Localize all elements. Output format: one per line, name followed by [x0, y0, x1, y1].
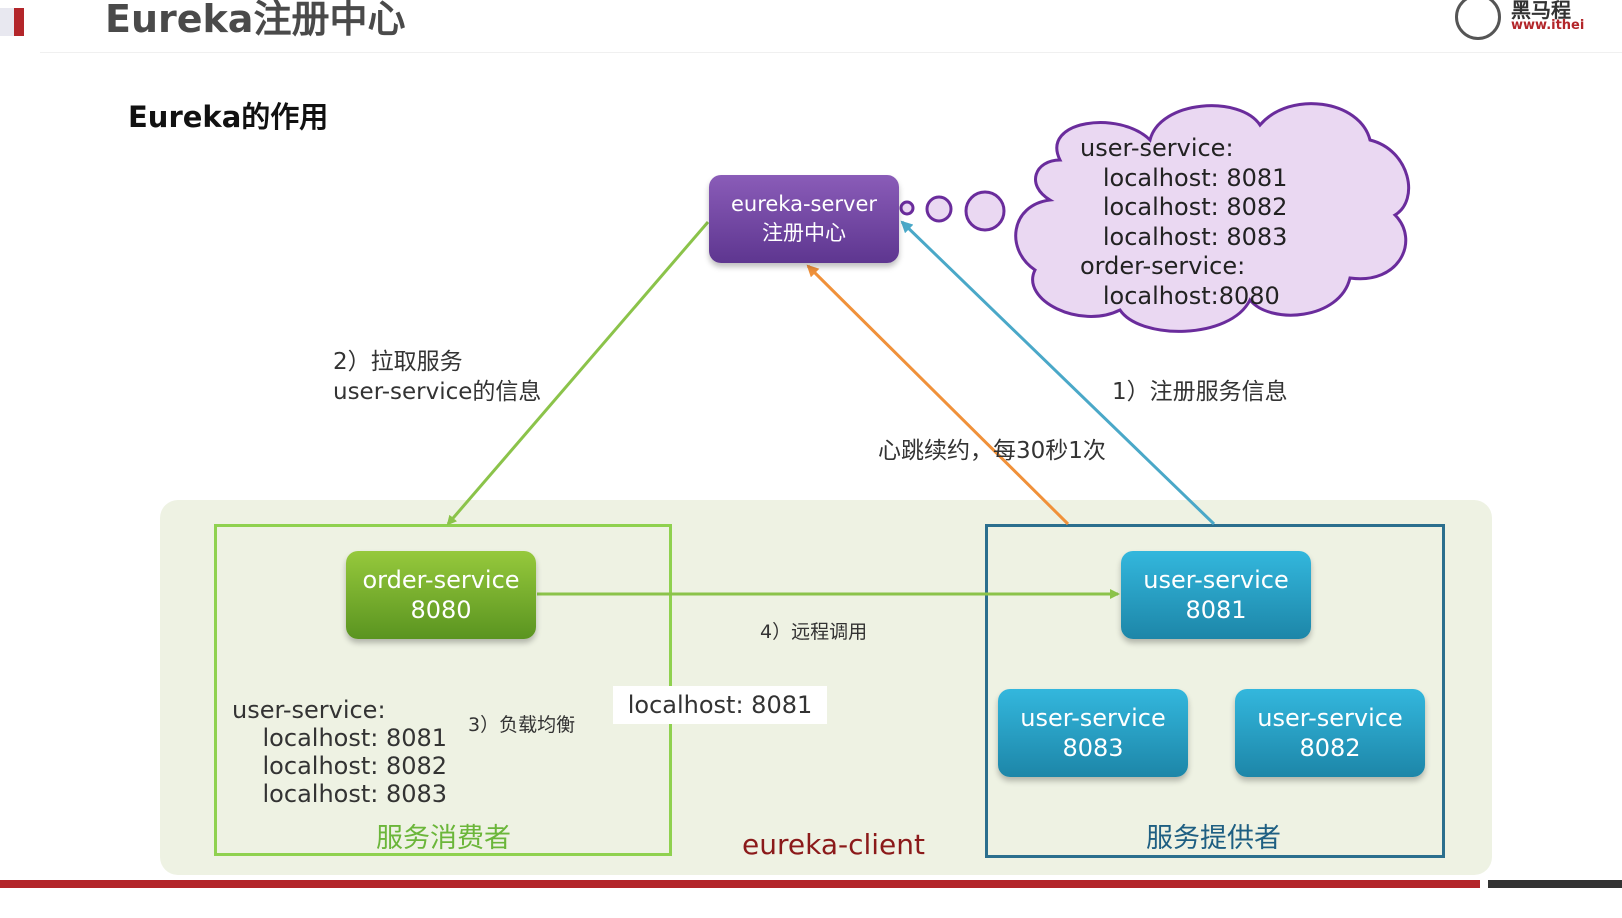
order-service-port: 8080 — [410, 596, 472, 624]
thought-bubble-medium — [925, 195, 953, 223]
brand-logo: 黑马程 www.ithei — [1455, 0, 1622, 40]
eureka-server-role: 注册中心 — [762, 221, 846, 245]
register-label: 1）注册服务信息 — [1112, 379, 1288, 405]
chosen-instance: localhost: 8081 — [613, 686, 827, 724]
consumer-group-label: 服务消费者 — [376, 823, 511, 854]
pull-arrow — [446, 221, 710, 526]
logo-name: 黑马程 — [1511, 0, 1571, 22]
thought-bubble-small — [899, 200, 915, 216]
heartbeat-arrow — [806, 264, 1070, 526]
heartbeat-label: 心跳续约，每30秒1次 — [878, 438, 1106, 464]
header-divider — [40, 52, 1622, 53]
provider-port: 8083 — [1062, 734, 1124, 762]
register-arrow — [900, 220, 1216, 526]
provider-name: user-service — [1020, 704, 1166, 732]
provider-group-box — [985, 524, 1445, 858]
registry-cloud-text: user-service: localhost: 8081 localhost:… — [1080, 134, 1288, 310]
slide-title: Eureka注册中心 — [105, 0, 406, 41]
provider-port: 8081 — [1185, 596, 1247, 624]
logo-url: www.ithei — [1511, 18, 1585, 33]
section-subtitle: Eureka的作用 — [128, 100, 329, 134]
horse-logo-icon — [1455, 0, 1501, 40]
eureka-client-label: eureka-client — [742, 828, 925, 861]
eureka-server-node: eureka-server 注册中心 — [709, 175, 899, 263]
order-service-node: order-service 8080 — [346, 551, 536, 639]
provider-name: user-service — [1143, 566, 1289, 594]
remote-call-label: 4）远程调用 — [760, 621, 868, 643]
provider-group-label: 服务提供者 — [1146, 823, 1281, 854]
order-service-name: order-service — [362, 566, 520, 594]
provider-name: user-service — [1257, 704, 1403, 732]
thought-cloud — [1014, 102, 1411, 333]
user-service-8082-node: user-service 8082 — [1235, 689, 1425, 777]
footer-bar — [0, 880, 1480, 888]
user-service-8081-node: user-service 8081 — [1121, 551, 1311, 639]
user-service-8083-node: user-service 8083 — [998, 689, 1188, 777]
eureka-server-name: eureka-server — [730, 192, 878, 216]
thought-bubble-large — [964, 190, 1006, 232]
title-accent-light — [0, 8, 14, 36]
consumer-instance-list: user-service: localhost: 8081 localhost:… — [232, 696, 448, 808]
title-accent-red — [14, 8, 24, 36]
footer-bar-dark — [1488, 880, 1622, 888]
load-balance-label: 3）负载均衡 — [468, 714, 576, 736]
provider-port: 8082 — [1299, 734, 1361, 762]
pull-label: 2）拉取服务 user-service的信息 — [333, 349, 542, 405]
